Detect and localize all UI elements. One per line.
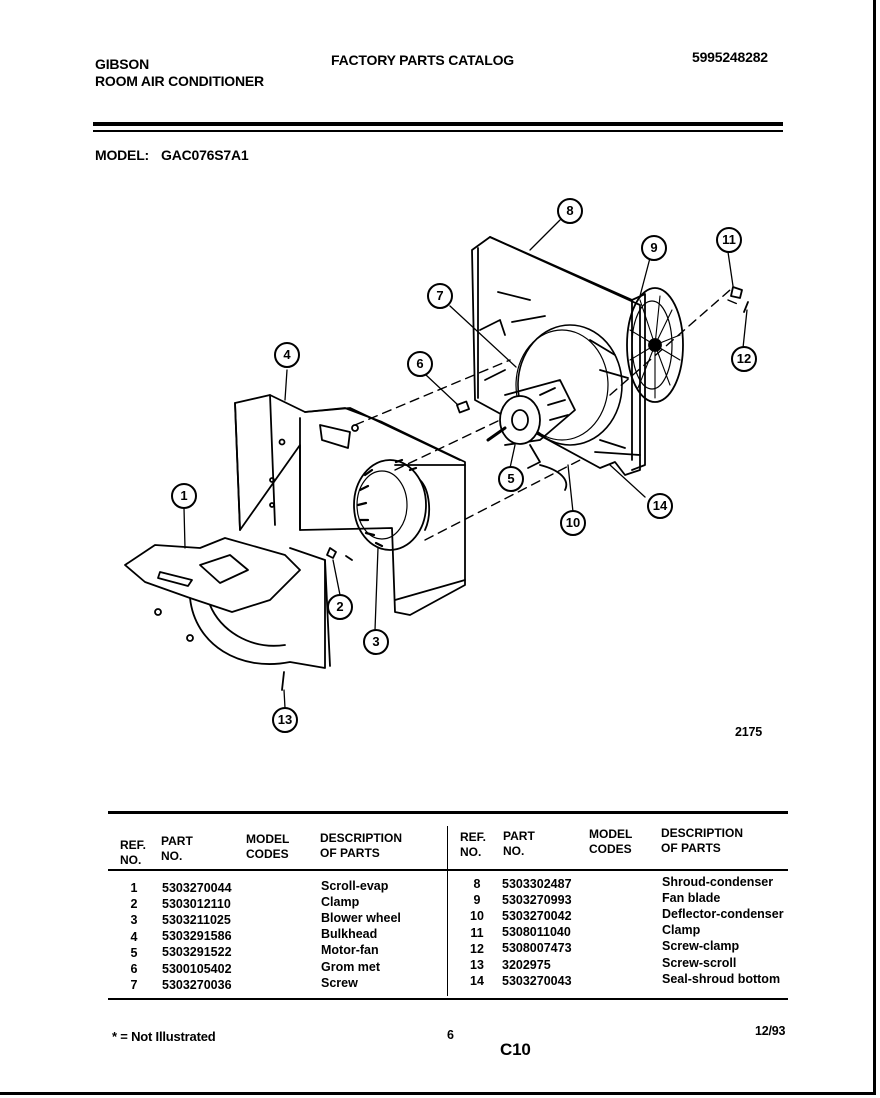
part-desc-cell: Bulkhead <box>321 927 378 942</box>
part-ref-cell: 6 <box>130 962 138 976</box>
col-header-part-right: PART NO. <box>503 829 535 858</box>
callout-14: 14 <box>647 493 673 519</box>
part-ref-cell: 7 <box>130 978 138 993</box>
part-desc-cell: Seal-shroud bottom <box>662 971 781 986</box>
part-part-cell: 5308011040 <box>502 925 571 940</box>
part-ref-cell: 10 <box>470 909 484 924</box>
model-label: MODEL: <box>95 147 150 163</box>
product-name: ROOM AIR CONDITIONER <box>95 73 264 89</box>
part-desc-cell: Clamp <box>321 894 360 909</box>
part-part-cell: 3202975 <box>502 957 551 972</box>
header-rule <box>93 122 783 126</box>
table-bottom-rule <box>108 998 788 1000</box>
callout-9: 9 <box>641 235 667 261</box>
callout-1: 1 <box>171 483 197 509</box>
part-ref-cell: 1 <box>130 881 138 895</box>
part-part-cell: 5303291522 <box>162 945 232 960</box>
scroll-evap <box>124 537 331 669</box>
shroud-condenser <box>471 236 646 476</box>
part-part-cell: 5308007473 <box>502 941 572 956</box>
table-column-divider <box>447 826 448 996</box>
part-desc-cell: Fan blade <box>662 890 721 905</box>
catalog-title: FACTORY PARTS CATALOG <box>331 52 514 68</box>
callout-10: 10 <box>560 510 586 536</box>
part-part-cell: 5303302487 <box>502 876 572 891</box>
part-desc-cell: Deflector-condenser <box>662 907 784 922</box>
part-ref-cell: 8 <box>473 877 481 891</box>
part-ref-cell: 3 <box>130 913 138 928</box>
part-part-cell: 5303012110 <box>162 896 231 911</box>
fan-blade <box>626 287 684 403</box>
part-ref-cell: 4 <box>130 929 138 944</box>
table-top-rule <box>108 811 788 814</box>
callout-11: 11 <box>716 227 742 253</box>
col-header-codes-left: MODEL CODES <box>246 832 290 861</box>
callout-4: 4 <box>274 342 300 368</box>
part-desc-cell: Motor-fan <box>321 943 379 958</box>
part-part-cell: 5303211025 <box>162 912 231 927</box>
part-part-cell: 5303270036 <box>162 977 232 992</box>
part-part-cell: 5303270993 <box>502 892 572 907</box>
col-header-desc-right: DESCRIPTION OF PARTS <box>661 826 744 855</box>
col-header-ref-left: REF. NO. <box>120 838 147 867</box>
callout-12: 12 <box>731 346 757 372</box>
col-header-codes-right: MODEL CODES <box>589 827 633 856</box>
blower-wheel <box>353 458 431 551</box>
part-part-cell: 5303291586 <box>162 929 232 944</box>
page-number: 6 <box>447 1028 454 1042</box>
alignment-lines <box>354 289 741 541</box>
hardware-parts <box>281 286 749 691</box>
section-code: C10 <box>500 1040 531 1059</box>
header-rule-thin <box>93 130 783 132</box>
col-header-desc-left: DESCRIPTION OF PARTS <box>320 831 403 860</box>
part-desc-cell: Screw <box>321 975 358 990</box>
not-illustrated-note: * = Not Illustrated <box>112 1029 216 1044</box>
brand-name: GIBSON <box>95 56 150 72</box>
part-ref-cell: 14 <box>470 974 484 989</box>
motor-fan <box>486 379 576 469</box>
col-header-part-left: PART NO. <box>161 834 193 863</box>
model-value: GAC076S7A1 <box>161 147 249 163</box>
callout-7: 7 <box>427 283 453 309</box>
deflector-condenser <box>539 464 568 491</box>
date-code: 12/93 <box>755 1024 786 1038</box>
part-ref-cell: 11 <box>470 925 484 940</box>
part-ref-cell: 5 <box>130 945 138 960</box>
figure-number: 2175 <box>735 725 763 739</box>
callout-13: 13 <box>272 707 298 733</box>
part-desc-cell: Screw-scroll <box>662 955 737 970</box>
part-desc-cell: Screw-clamp <box>662 939 740 954</box>
part-desc-cell: Grom met <box>321 959 381 974</box>
part-desc-cell: Clamp <box>662 923 701 938</box>
callout-8: 8 <box>557 198 583 224</box>
part-desc-cell: Shroud-condenser <box>662 874 774 889</box>
callout-2: 2 <box>327 594 353 620</box>
leader-lines <box>183 219 748 709</box>
part-part-cell: 5303270044 <box>162 880 232 895</box>
callout-5: 5 <box>498 466 524 492</box>
bulkhead <box>234 394 466 616</box>
exploded-parts-diagram <box>124 219 749 709</box>
part-ref-cell: 13 <box>470 958 484 972</box>
part-ref-cell: 2 <box>130 897 138 912</box>
part-part-cell: 5300105402 <box>162 961 232 976</box>
part-ref-cell: 12 <box>470 941 484 956</box>
col-header-ref-right: REF. NO. <box>460 830 487 859</box>
part-part-cell: 5303270043 <box>502 973 572 988</box>
catalog-number: 5995248282 <box>692 49 768 65</box>
part-desc-cell: Scroll-evap <box>321 878 389 893</box>
part-ref-cell: 9 <box>473 893 481 908</box>
part-desc-cell: Blower wheel <box>321 911 401 926</box>
callout-6: 6 <box>407 351 433 377</box>
callout-3: 3 <box>363 629 389 655</box>
table-header-rule <box>108 869 788 871</box>
part-part-cell: 5303270042 <box>502 909 572 924</box>
